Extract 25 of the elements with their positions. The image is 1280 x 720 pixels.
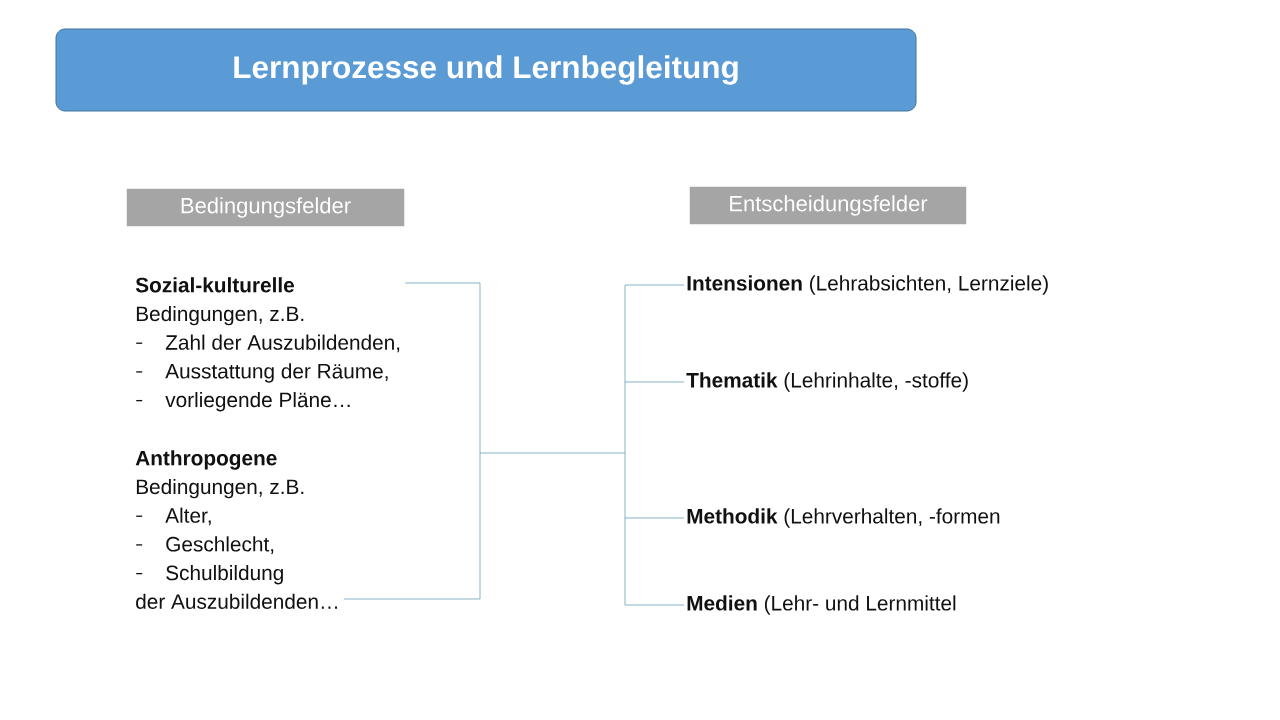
connector-line	[624, 452, 626, 519]
list-item: vorliegende Pläne…	[165, 392, 350, 412]
heading-text: Sozial-kulturelle Bedingungen, z.B.	[135, 277, 304, 326]
connector-line	[343, 452, 481, 600]
field-label: Intensionen (Lehrabsichten, Lernziele)	[687, 275, 1048, 295]
title-banner: Lernprozesse und Lernbegleitung	[55, 28, 917, 112]
connector-line	[624, 517, 685, 606]
list-item: Zahl der Auszubildenden,	[165, 334, 400, 353]
field-label: Methodik (Lehrverhalten, -formen	[687, 508, 1000, 528]
connector-line	[404, 282, 481, 454]
header-box: Bedingungsfelder	[125, 187, 406, 228]
connector-line	[624, 284, 685, 383]
connector-line	[624, 381, 685, 383]
list-item: Alter,	[165, 507, 211, 526]
connector-line	[479, 452, 626, 454]
connector-line	[624, 381, 626, 454]
list-item: Ausstattung der Räume,	[165, 363, 388, 383]
field-label: Medien (Lehr- und Lernmittel	[687, 595, 956, 615]
list-item: Geschlecht,	[166, 536, 274, 555]
connector-line	[624, 517, 685, 519]
list-item: der Auszubildenden…	[136, 593, 337, 609]
header-box: Entscheidungsfelder	[688, 185, 968, 226]
heading-text: Anthropogene Bedingungen, z.B.	[135, 450, 304, 499]
list-item: Schulbildung	[166, 565, 283, 585]
field-label: Thematik (Lehrinhalte, -stoffe)	[686, 372, 968, 392]
